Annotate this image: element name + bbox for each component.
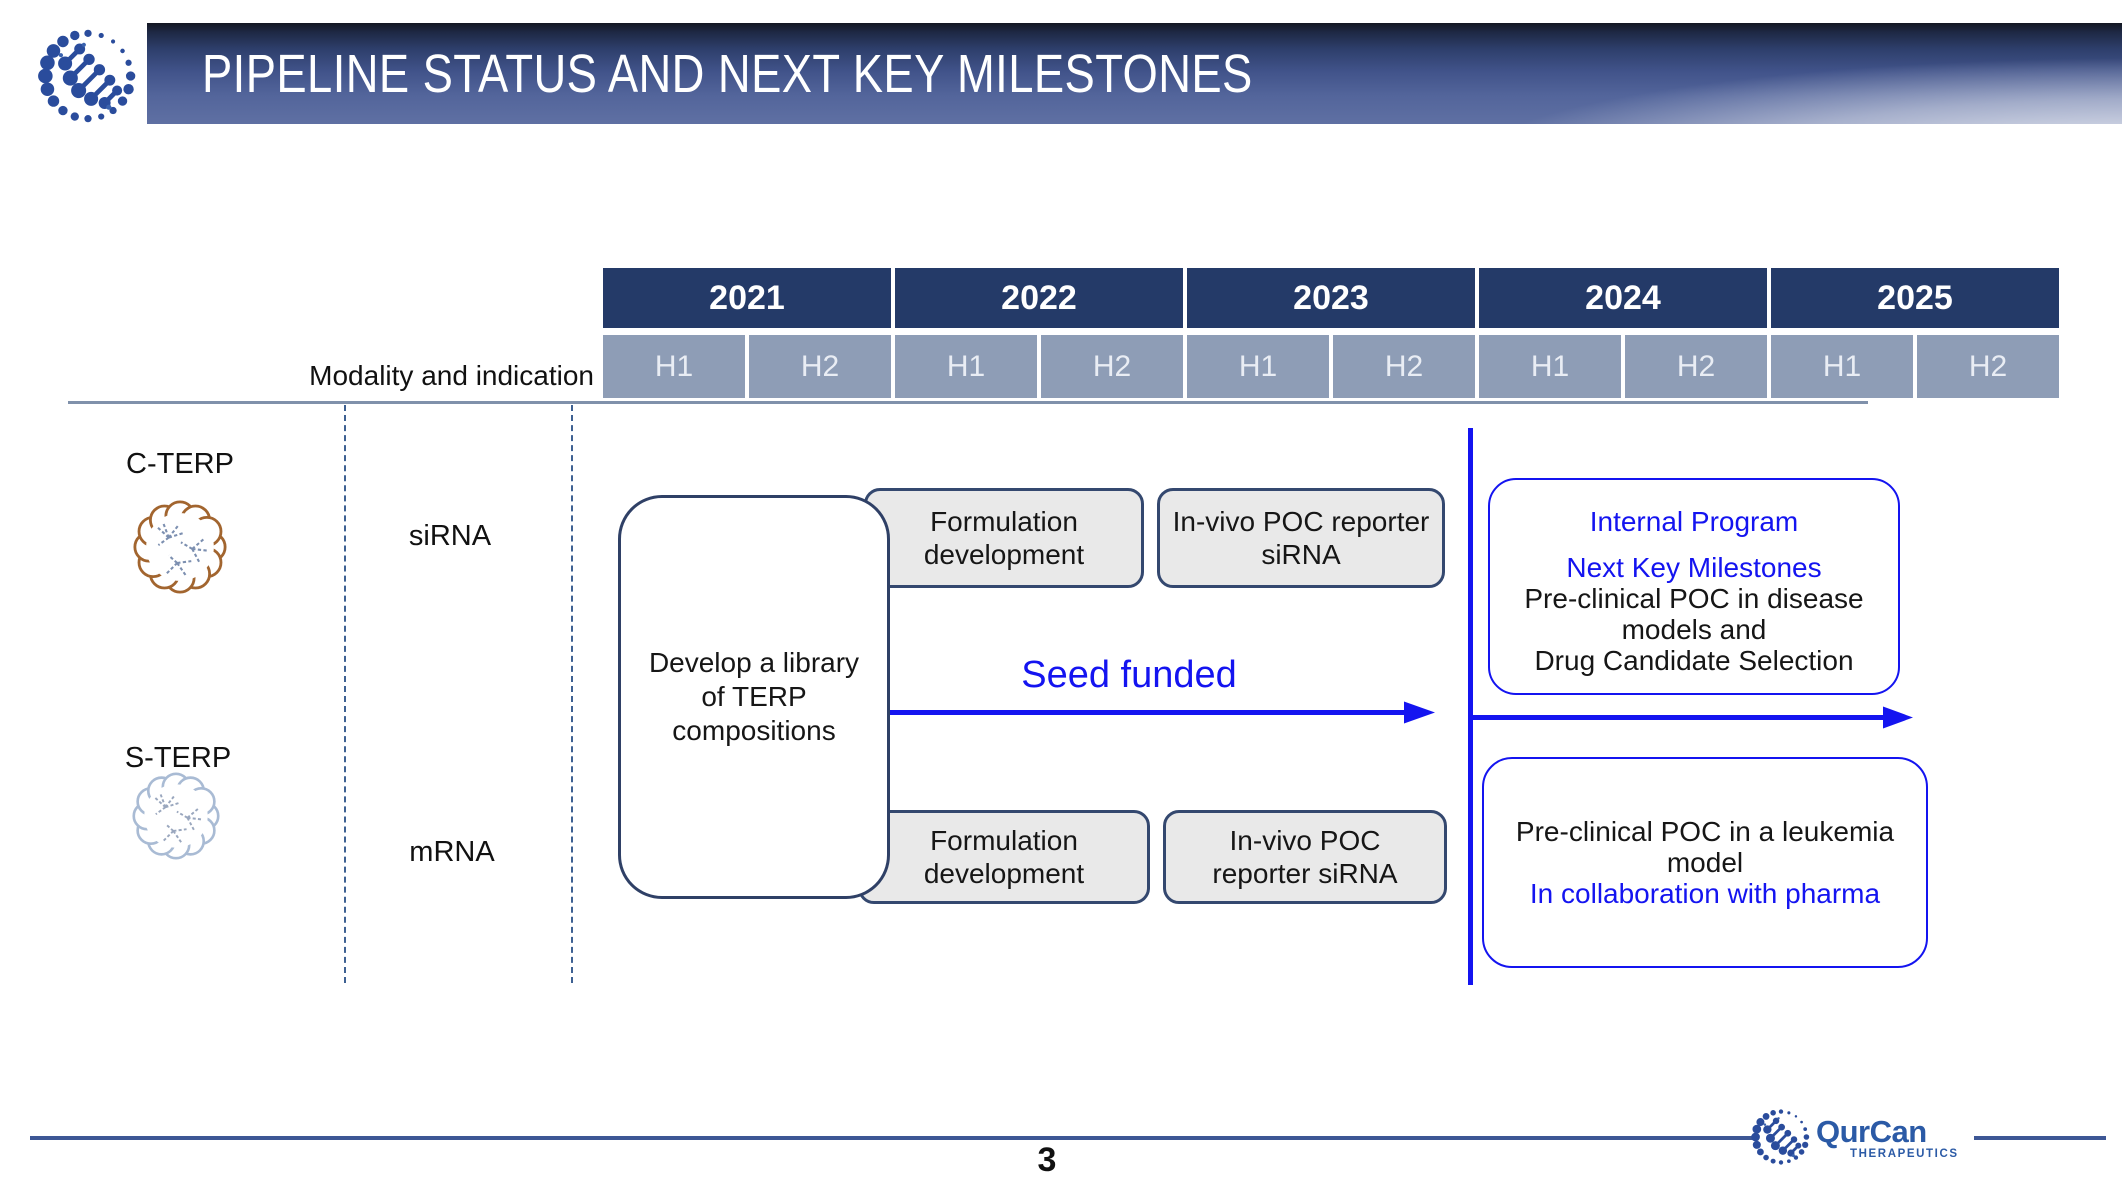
sirna-modality-label: siRNA bbox=[408, 520, 492, 552]
box-line: Develop a library bbox=[648, 647, 860, 678]
year-header-2024: 2024 bbox=[1479, 268, 1767, 328]
box-line: Formulation bbox=[930, 825, 1078, 856]
milestone-line: models and bbox=[1621, 614, 1767, 645]
half-cell-2021-h1: H1 bbox=[603, 335, 745, 398]
year-header-2022: 2022 bbox=[895, 268, 1183, 328]
milestone-line: Drug Candidate Selection bbox=[1534, 645, 1854, 676]
sirna-invivo-poc-box: In-vivo POC reporter siRNA bbox=[1157, 488, 1445, 588]
collaboration-highlight: In collaboration with pharma bbox=[1529, 878, 1881, 909]
pharma-collaboration-milestone-box: Pre-clinical POC in a leukemia model In … bbox=[1482, 757, 1928, 968]
c-terp-particle-icon bbox=[133, 500, 227, 594]
milestone-divider-line bbox=[1468, 428, 1473, 985]
milestone-line: model bbox=[1666, 847, 1744, 878]
half-cell-2021-h2: H2 bbox=[749, 335, 891, 398]
mrna-formulation-box: Formulation development bbox=[858, 810, 1150, 904]
box-line: of TERP bbox=[701, 681, 807, 712]
page-title: PIPELINE STATUS AND NEXT KEY MILESTONES bbox=[202, 43, 1253, 104]
terp-library-box: Develop a library of TERP compositions bbox=[618, 495, 890, 899]
box-line: compositions bbox=[672, 715, 836, 746]
qurcan-footer-logo-icon bbox=[1750, 1108, 1811, 1166]
half-cell-2024-h1: H1 bbox=[1479, 335, 1621, 398]
s-terp-label: S-TERP bbox=[124, 742, 232, 774]
half-cell-2022-h1: H1 bbox=[895, 335, 1037, 398]
mrna-modality-label: mRNA bbox=[409, 836, 495, 868]
box-line: Formulation bbox=[930, 506, 1078, 537]
footer-line-left bbox=[30, 1136, 1756, 1140]
qurcan-logo-subtext: THERAPEUTICS bbox=[1850, 1148, 1959, 1160]
year-header-2021: 2021 bbox=[603, 268, 891, 328]
half-cell-2025-h2: H2 bbox=[1917, 335, 2059, 398]
seed-funded-label: Seed funded bbox=[1021, 654, 1237, 696]
column-dashed-line-1 bbox=[344, 405, 346, 983]
half-cell-2023-h1: H1 bbox=[1187, 335, 1329, 398]
box-line: reporter siRNA bbox=[1212, 858, 1398, 889]
year-header-2025: 2025 bbox=[1771, 268, 2059, 328]
half-cell-2024-h2: H2 bbox=[1625, 335, 1767, 398]
s-terp-particle-icon bbox=[132, 772, 220, 860]
header-banner: PIPELINE STATUS AND NEXT KEY MILESTONES bbox=[147, 23, 2122, 124]
box-line: development bbox=[923, 858, 1085, 889]
footer-line-right bbox=[1974, 1136, 2106, 1140]
qurcan-wordmark: QurCan THERAPEUTICS bbox=[1816, 1114, 1959, 1160]
modality-and-indication-label: Modality and indication bbox=[309, 360, 594, 391]
half-cell-2023-h2: H2 bbox=[1333, 335, 1475, 398]
mrna-invivo-poc-box: In-vivo POC reporter siRNA bbox=[1163, 810, 1447, 904]
qurcan-logo-text: QurCan bbox=[1816, 1114, 1927, 1149]
seed-funded-arrow-icon bbox=[890, 701, 1435, 724]
box-line: development bbox=[923, 539, 1085, 570]
box-line: In-vivo POC bbox=[1229, 825, 1381, 856]
internal-program-milestone-box: Internal Program Next Key Milestones Pre… bbox=[1488, 478, 1900, 695]
year-header-2023: 2023 bbox=[1187, 268, 1475, 328]
sirna-formulation-box: Formulation development bbox=[864, 488, 1144, 588]
box-line: In-vivo POC reporter bbox=[1172, 506, 1430, 537]
half-cell-2025-h1: H1 bbox=[1771, 335, 1913, 398]
next-key-milestones-label: Next Key Milestones bbox=[1566, 552, 1822, 583]
half-cell-2022-h2: H2 bbox=[1041, 335, 1183, 398]
milestone-arrow-icon bbox=[1473, 706, 1913, 729]
milestone-line: Pre-clinical POC in disease bbox=[1524, 583, 1864, 614]
page-number: 3 bbox=[1037, 1141, 1057, 1178]
c-terp-label: C-TERP bbox=[126, 448, 234, 480]
header-divider-line bbox=[68, 401, 1868, 404]
column-dashed-line-2 bbox=[571, 405, 573, 983]
internal-program-label: Internal Program bbox=[1589, 506, 1799, 537]
box-line: siRNA bbox=[1261, 539, 1341, 570]
milestone-line: Pre-clinical POC in a leukemia bbox=[1515, 816, 1895, 847]
qurcan-logo-icon bbox=[36, 24, 140, 128]
